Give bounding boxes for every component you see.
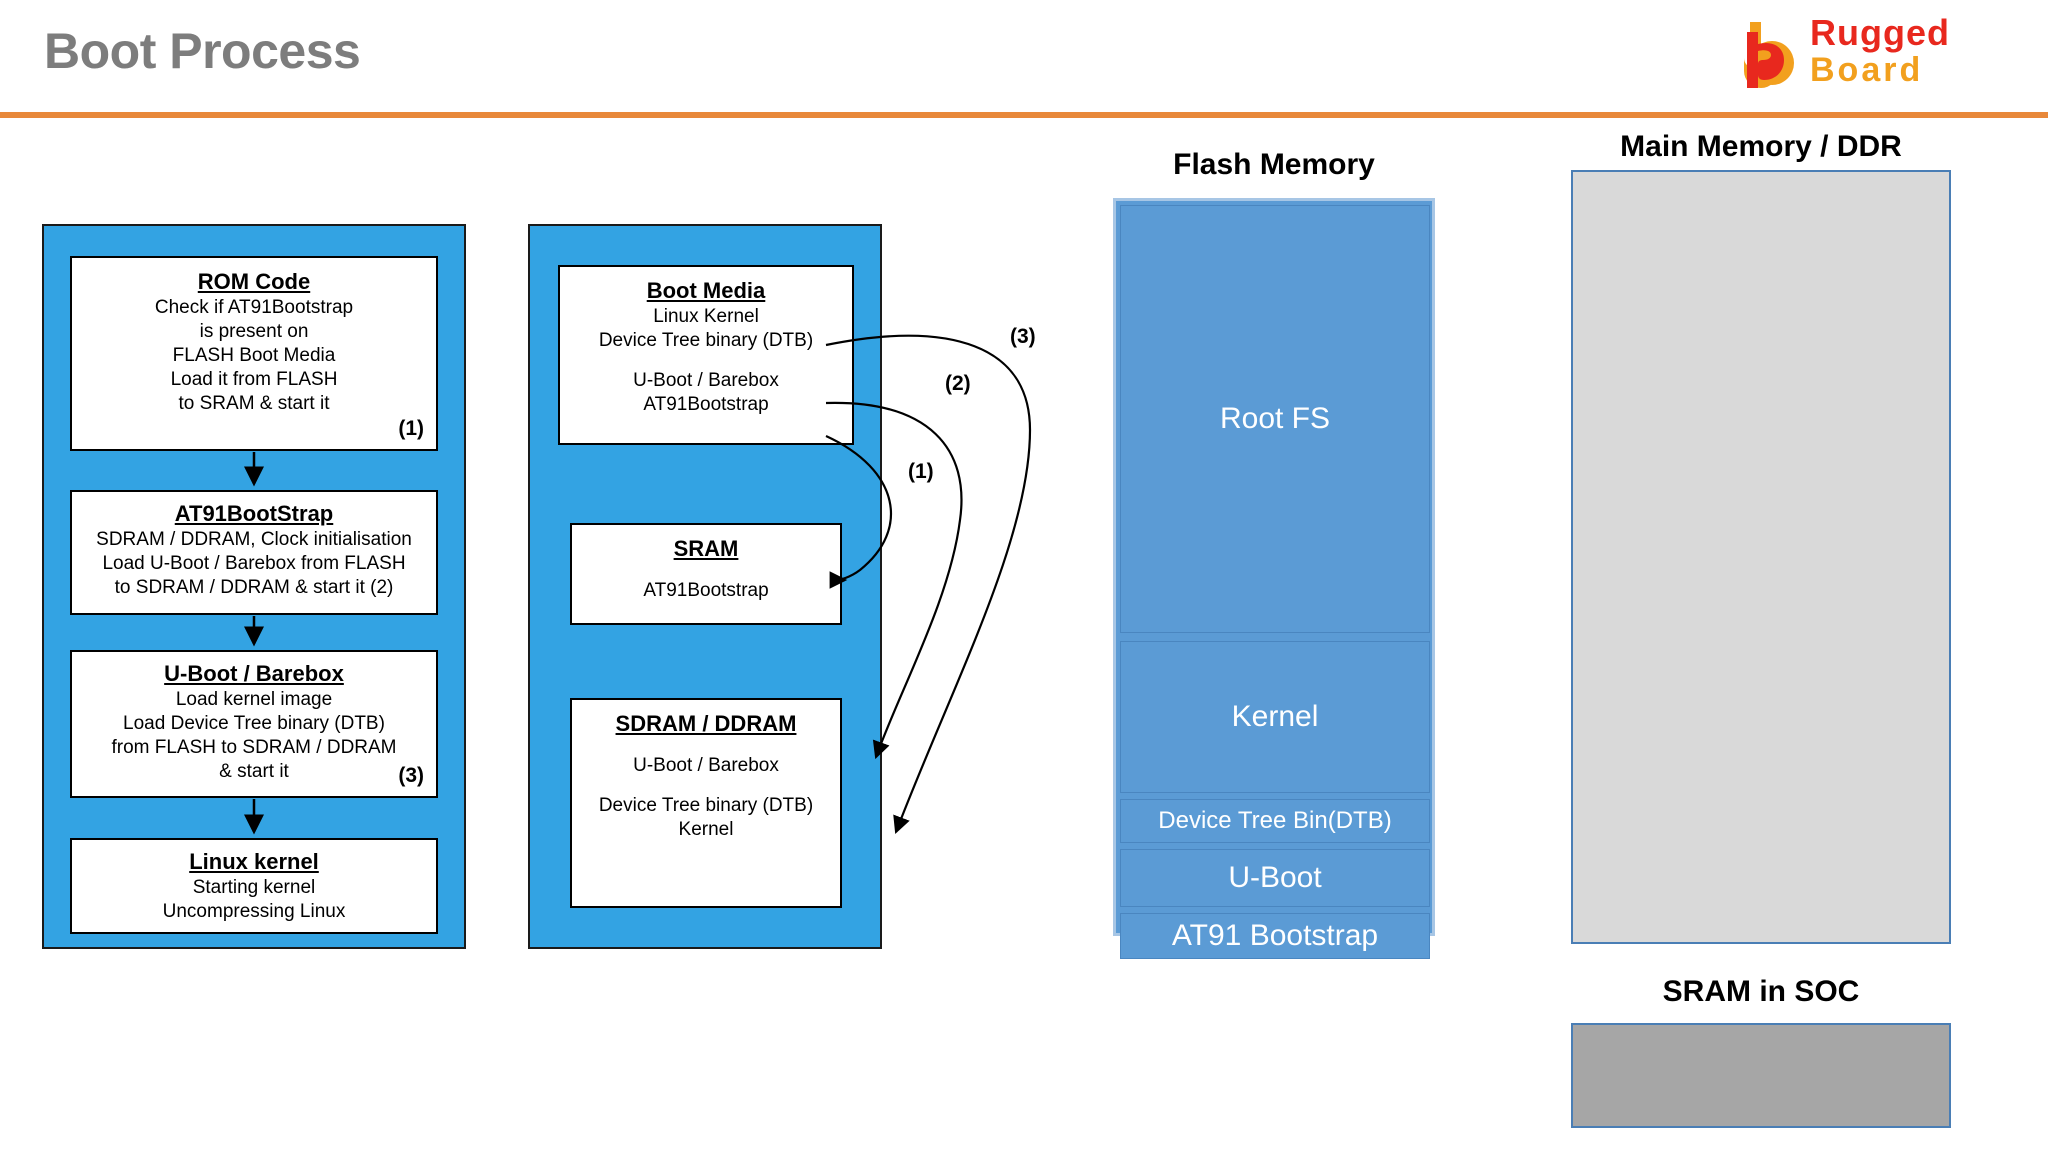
box-line: U-Boot / Barebox: [633, 755, 779, 776]
header-divider: [0, 112, 2048, 118]
box-line-spacer: [572, 778, 840, 794]
box-line-spacer: [572, 563, 840, 579]
box-line: FLASH Boot Media: [172, 345, 336, 366]
box-line: Uncompressing Linux: [162, 901, 346, 922]
box-line: Load it from FLASH: [170, 369, 338, 390]
arrow-label-1: (1): [908, 460, 934, 483]
arrow-label-3: (3): [1010, 325, 1036, 348]
box-title-sdram-ddram: SDRAM / DDRAM: [615, 711, 797, 736]
logo-mark-icon: [1728, 18, 1802, 92]
box-title-uboot-barebox: U-Boot / Barebox: [164, 661, 344, 686]
memory-box-sdram-ddram: SDRAM / DDRAM U-Boot / Barebox Device Tr…: [570, 698, 842, 908]
box-line: SDRAM / DDRAM, Clock initialisation: [96, 529, 412, 550]
logo-line-board: Board: [1810, 51, 1924, 89]
box-line: AT91Bootstrap: [643, 580, 769, 601]
step-tag-3: (3): [398, 764, 424, 787]
main-memory-heading: Main Memory / DDR: [1620, 130, 1902, 163]
memory-box-boot-media: Boot Media Linux Kernel Device Tree bina…: [558, 265, 854, 445]
box-line: Load kernel image: [175, 689, 333, 710]
boot-step-box-at91bootstrap: AT91BootStrap SDRAM / DDRAM, Clock initi…: [70, 490, 438, 615]
box-line: Device Tree binary (DTB): [598, 795, 814, 816]
box-line: Load Device Tree binary (DTB): [123, 713, 385, 734]
box-title-linux-kernel: Linux kernel: [189, 849, 319, 874]
box-line: Load U-Boot / Barebox from FLASH: [102, 553, 406, 574]
flash-segment-at91-bootstrap: AT91 Bootstrap: [1120, 913, 1430, 959]
boot-step-box-rom-code: ROM Code Check if AT91Bootstrap is prese…: [70, 256, 438, 451]
logo-line-rugged: Rugged: [1810, 12, 1950, 53]
flash-segment-root-fs: Root FS: [1120, 205, 1430, 633]
flash-segment-kernel: Kernel: [1120, 641, 1430, 793]
flash-memory-block: Root FS Kernel Device Tree Bin(DTB) U-Bo…: [1113, 198, 1435, 959]
box-line-spacer: [560, 353, 852, 369]
box-title-rom-code: ROM Code: [197, 269, 311, 294]
step-tag-1: (1): [398, 417, 424, 440]
boot-step-box-uboot-barebox: U-Boot / Barebox Load kernel image Load …: [70, 650, 438, 798]
page-header: Boot Process Rugged Board: [0, 0, 2048, 116]
box-line: Kernel: [678, 819, 734, 840]
page-title: Boot Process: [44, 23, 361, 79]
sram-soc-heading: SRAM in SOC: [1662, 975, 1860, 1008]
box-line-spacer: [572, 738, 840, 754]
box-title-boot-media: Boot Media: [646, 278, 766, 303]
box-line: AT91Bootstrap: [643, 394, 769, 415]
main-memory-block: [1571, 170, 1951, 944]
box-line: from FLASH to SDRAM / DDRAM: [111, 737, 397, 758]
flash-segment-u-boot: U-Boot: [1120, 849, 1430, 907]
arrow-label-2: (2): [945, 372, 971, 395]
box-line: is present on: [199, 321, 309, 342]
box-line: U-Boot / Barebox: [633, 370, 779, 391]
box-line: to SRAM & start it: [178, 393, 330, 414]
box-line: to SDRAM / DDRAM & start it (2): [114, 577, 394, 598]
box-line: Starting kernel: [192, 877, 316, 898]
box-line: Check if AT91Bootstrap: [154, 297, 354, 318]
flash-segment-device-tree-bin: Device Tree Bin(DTB): [1120, 799, 1430, 843]
rugged-board-logo: Rugged Board: [1728, 12, 2018, 98]
box-title-at91bootstrap: AT91BootStrap: [174, 501, 334, 526]
sram-soc-block: [1571, 1023, 1951, 1128]
memory-box-sram: SRAM AT91Bootstrap: [570, 523, 842, 625]
logo-wordmark: Rugged Board: [1810, 12, 2020, 89]
box-line: & start it: [219, 761, 289, 782]
flash-memory-heading: Flash Memory: [1173, 148, 1375, 181]
boot-step-box-linux-kernel: Linux kernel Starting kernel Uncompressi…: [70, 838, 438, 934]
box-line: Linux Kernel: [653, 306, 759, 327]
box-line: Device Tree binary (DTB): [598, 330, 814, 351]
box-title-sram: SRAM: [673, 536, 739, 561]
